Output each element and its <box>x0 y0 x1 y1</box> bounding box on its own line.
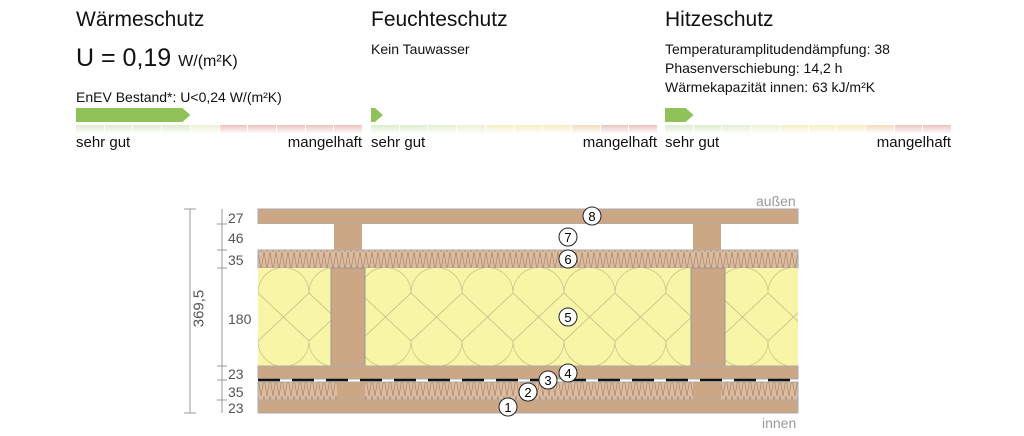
layer-number-marker <box>582 206 602 226</box>
layer-number: 7 <box>564 230 571 245</box>
layer-6-fibreboard <box>257 249 799 269</box>
layer-number: 6 <box>564 252 571 267</box>
scale-segment <box>722 125 751 134</box>
scale-segment <box>514 125 543 134</box>
layer-number-marker <box>558 363 578 383</box>
scale-segment <box>162 125 190 134</box>
u-value: U = 0,19 W/(m²K) <box>76 44 238 73</box>
thickness-label: 35 <box>228 384 244 400</box>
feuchteschutz-text: Kein Tauwasser <box>371 41 470 57</box>
label-good: sehr gut <box>665 134 720 151</box>
scale-segment <box>428 125 457 134</box>
scale-segment <box>629 125 658 134</box>
layer-number: 1 <box>504 400 511 415</box>
layer-4-board <box>257 365 799 380</box>
layer-number: 2 <box>524 385 531 400</box>
layer-number-marker <box>558 249 578 269</box>
scale-segment <box>76 125 104 134</box>
thickness-label: 35 <box>228 252 244 268</box>
hitzeschutz-line: Phasenverschiebung: 14,2 h <box>665 60 843 76</box>
total-thickness: 369,5 <box>190 289 208 328</box>
scale-segment <box>305 125 334 134</box>
scale-segment <box>219 125 248 134</box>
layer-number: 8 <box>588 209 595 224</box>
scale-segment <box>248 125 276 134</box>
label-good: sehr gut <box>371 134 426 151</box>
inside-label: innen <box>762 415 797 431</box>
layer-number-marker <box>558 307 578 327</box>
layer-8-board <box>257 208 799 225</box>
scale-segment <box>133 125 162 134</box>
requirement-text: EnEV Bestand*: U<0,24 W/(m²K) <box>76 89 282 105</box>
scale-segment <box>665 125 693 134</box>
scale-segment <box>923 125 952 134</box>
scale-segment <box>865 125 894 134</box>
rating-scale <box>76 125 363 134</box>
stud <box>330 267 366 367</box>
scale-segment <box>334 125 363 134</box>
scale-segment <box>371 125 399 134</box>
scale-segment <box>190 125 219 134</box>
u-value-number: U = 0,19 <box>76 44 172 72</box>
layer-number-marker <box>538 370 558 390</box>
dimension-lines <box>184 208 227 414</box>
rating-arrow <box>76 108 190 122</box>
layer-number-marker <box>518 382 538 402</box>
scale-segment <box>837 125 865 134</box>
layer-number-marker <box>498 397 518 417</box>
scale-segment <box>399 125 428 134</box>
scale-segment <box>779 125 808 134</box>
rating-scale <box>665 125 952 134</box>
batten <box>334 224 362 250</box>
thickness-label: 46 <box>228 230 244 246</box>
scale-segment <box>485 125 514 134</box>
rating-arrow <box>665 108 694 122</box>
scale-segment <box>543 125 571 134</box>
thickness-label: 23 <box>228 400 244 416</box>
hitzeschutz-line: Temperaturamplitudendämpfung: 38 <box>665 41 890 57</box>
layer-number: 4 <box>564 366 571 381</box>
scale-segment <box>571 125 600 134</box>
scale-segment <box>276 125 305 134</box>
scale-segment <box>894 125 923 134</box>
scale-segment <box>751 125 779 134</box>
batten <box>693 224 721 250</box>
label-good: sehr gut <box>76 134 131 151</box>
layer-number-marker <box>558 227 578 247</box>
hitzeschutz-line: Wärmekapazität innen: 63 kJ/m²K <box>665 79 876 95</box>
layer-number: 5 <box>564 310 571 325</box>
batten <box>337 382 365 400</box>
scale-segment <box>693 125 722 134</box>
layer-1-board <box>257 399 799 414</box>
scale-segment <box>808 125 837 134</box>
feuchteschutz-title: Feuchteschutz <box>371 8 508 31</box>
label-bad: mangelhaft <box>876 134 951 151</box>
thickness-label: 180 <box>228 311 252 327</box>
outside-label: außen <box>756 193 796 209</box>
scale-segment <box>104 125 133 134</box>
u-value-unit: W/(m²K) <box>178 53 238 70</box>
thickness-label: 23 <box>228 366 244 382</box>
hitzeschutz-title: Hitzeschutz <box>665 8 774 31</box>
label-bad: mangelhaft <box>287 134 362 151</box>
scale-segment <box>457 125 485 134</box>
stud <box>690 267 726 367</box>
scale-segment <box>600 125 629 134</box>
rating-scale <box>371 125 658 134</box>
layer-number: 3 <box>544 373 551 388</box>
label-bad: mangelhaft <box>582 134 657 151</box>
thickness-label: 27 <box>228 210 244 226</box>
waermeschutz-title: Wärmeschutz <box>76 8 205 31</box>
batten <box>693 382 721 400</box>
